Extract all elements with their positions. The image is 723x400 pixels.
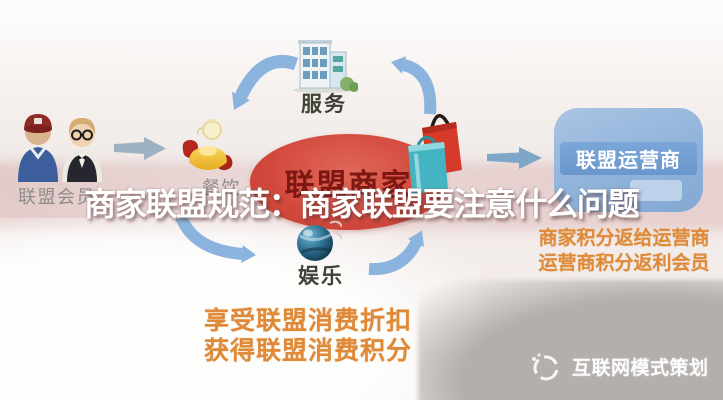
member-benefit-line2: 获得联盟消费积分 (203, 336, 412, 365)
operator-flow-line2: 运营商积分返利会员 (538, 252, 710, 274)
members-label: 联盟会员 (18, 187, 96, 208)
arrow-catering-to-entertainment (176, 214, 256, 263)
arrow-merchants-to-operator (487, 147, 542, 169)
operator-screen-decoration (630, 180, 682, 201)
service-label: 服务 (301, 92, 347, 116)
alliance-merchants-label: 联盟商家 (284, 168, 413, 203)
watermark-text: 互联网模式策划 (572, 357, 709, 379)
shopping-bags-icon (408, 114, 462, 194)
operator-flow-line1: 商家积分返给运营商 (538, 227, 710, 249)
arrow-shopping-to-service (391, 56, 437, 115)
operator-flow-notes: 商家积分返给运营商 运营商积分返利会员 (532, 226, 716, 276)
member-benefit-line1: 享受联盟消费折扣 (203, 306, 412, 335)
gray-corner-background (418, 280, 723, 400)
sketch-lines (329, 220, 342, 240)
service-building-icon (293, 40, 358, 93)
globe-icon (297, 220, 342, 261)
watermark-logo-icon (532, 353, 559, 381)
gold-ingot-icon (182, 119, 233, 171)
operator-label: 联盟运营商 (560, 142, 697, 175)
catering-label: 餐饮 (202, 178, 241, 199)
member-benefit-notes: 享受联盟消费折扣 获得联盟消费积分 (196, 306, 420, 366)
arrow-service-to-catering (232, 54, 299, 110)
member-icons (18, 114, 102, 182)
entertainment-label: 娱乐 (298, 264, 344, 288)
arrow-entertainment-to-shopping (368, 230, 424, 276)
page-title: 商家联盟规范：商家联盟要注意什么问题 (84, 185, 640, 223)
arrow-members-to-merchants (114, 137, 166, 160)
